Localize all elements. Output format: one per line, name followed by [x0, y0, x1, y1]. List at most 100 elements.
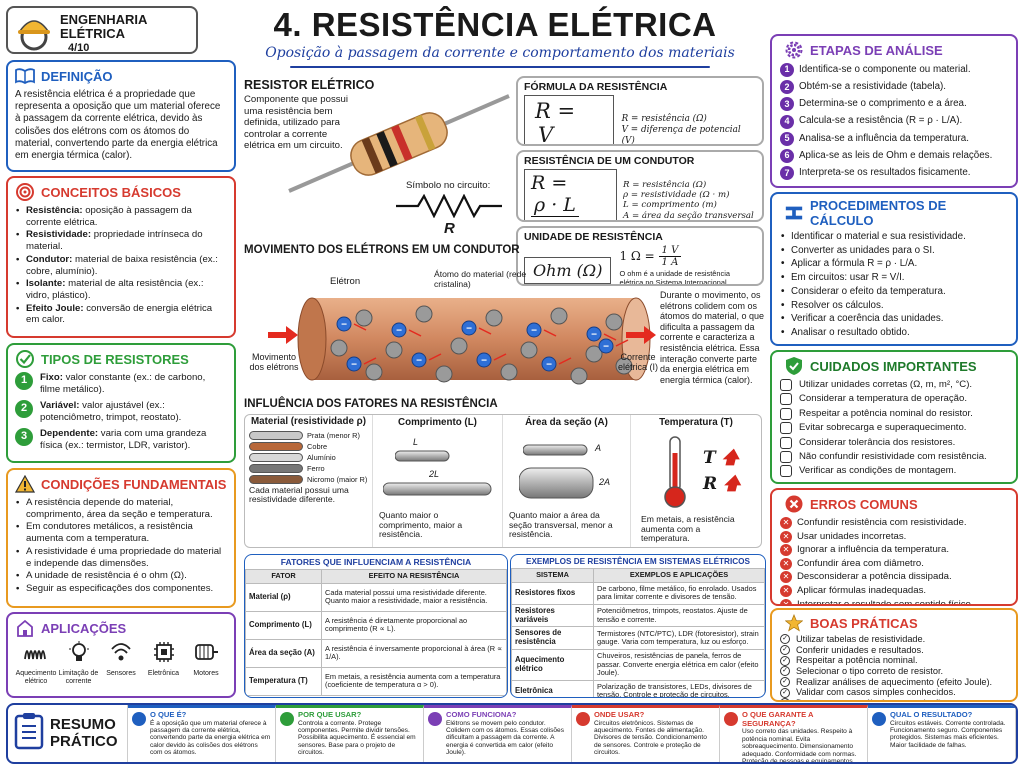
table-cell-value: Chuveiros, resistências de panela, ferro… — [593, 649, 765, 681]
step-number: 6 — [780, 148, 794, 163]
practice-text: Documentar os cálculos e conclusões. — [796, 698, 953, 700]
resistor-component-image — [284, 86, 514, 201]
concept-term: Condutor: — [26, 253, 73, 265]
summary-box: COMO FUNCIONA?Elétrons se movem pelo con… — [424, 705, 572, 762]
application-label: Motores — [193, 670, 219, 677]
practice-item: ✓Documentar os cálculos e conclusões. — [780, 698, 1008, 700]
ohm-unit-box: Ohm (Ω) — [524, 256, 612, 284]
summary-box-text: Controla a corrente. Protege componentes… — [298, 719, 416, 757]
concept-desc: material de baixa resistência (ex.: cobr… — [26, 253, 218, 277]
thermometer-icon — [780, 393, 792, 406]
collision-arrow — [353, 323, 367, 331]
conductor-title: RESISTÊNCIA DE UM CONDUTOR — [524, 155, 695, 167]
practice-item: ✓Selecionar o tipo correto de resistor. — [780, 666, 1008, 677]
conductor-denominator: A — [548, 217, 562, 220]
check-circle-icon — [15, 349, 35, 369]
material-factor: Material (resistividade ρ) Prata (menor … — [245, 415, 373, 547]
electron-charge-sign: − — [546, 360, 552, 371]
warning-icon — [15, 474, 35, 494]
table-cell-value: Termistores (NTC/PTC), LDR (fotoresistor… — [593, 626, 765, 651]
atom — [450, 337, 468, 355]
material-item: Prata (menor R) — [249, 430, 368, 440]
page-title: 4. RESISTÊNCIA ELÉTRICA — [273, 6, 717, 43]
errors-title: ERROS COMUNS — [810, 496, 918, 512]
material-caption: Cada material possui uma resistividade d… — [249, 484, 349, 505]
practice-text: Conferir unidades e resultados. — [796, 644, 924, 655]
building-icon — [576, 712, 590, 726]
collision-arrow — [615, 339, 629, 347]
length-2l-label: 2L — [429, 469, 440, 479]
electron-charge-sign: − — [351, 360, 357, 371]
electron — [586, 326, 602, 342]
material-item: Alumínio — [249, 452, 368, 462]
atom — [585, 345, 603, 363]
step-number: 4 — [780, 114, 794, 129]
symbol-label: Símbolo no circuito: — [406, 180, 491, 191]
factors-header-factor: FATOR — [245, 569, 322, 584]
atom — [415, 305, 433, 323]
error-x-icon: ✕ — [780, 530, 792, 543]
concepts-title: CONCEITOS BÁSICOS — [41, 184, 181, 200]
summary-box-title: O QUE É? — [150, 710, 187, 719]
material-item: Ferro — [249, 463, 368, 473]
electron — [526, 322, 542, 338]
electron-charge-sign: − — [603, 342, 609, 353]
practice-text: Respeitar a potência nominal. — [796, 655, 918, 666]
summary-box: QUAL O RESULTADO?Circuitos estáveis. Cor… — [868, 705, 1016, 762]
step-number: 7 — [780, 166, 794, 181]
material-name: Nicromo (maior R) — [307, 474, 368, 484]
atom-label: Átomo do material (rede cristalina) — [434, 269, 527, 289]
basic-concepts-panel: CONCEITOS BÁSICOS Resistência: oposição … — [6, 176, 236, 338]
types-title: TIPOS DE RESISTORES — [41, 351, 189, 367]
concepts-list: Resistência: oposição à passagem da corr… — [15, 205, 227, 326]
care-text: Verificar as condições de montagem. — [799, 465, 957, 477]
table-cell-key: Área da seção (A) — [245, 638, 322, 668]
resistance-formula-panel: FÓRMULA DA RESISTÊNCIA R = VI R = resist… — [516, 76, 764, 146]
table-cell-key: Comprimento (L) — [245, 610, 322, 640]
summary-box-text: Circuitos estáveis. Corrente controlada.… — [890, 719, 1006, 749]
collision-arrow — [603, 333, 617, 341]
electron — [346, 356, 362, 372]
care-text: Considerar tolerância dos resistores. — [799, 436, 956, 448]
error-text: Confundir resistência com resistividade. — [797, 517, 967, 528]
condition-item: A resistividade é uma propriedade do mat… — [15, 546, 227, 569]
formula-lhs: R = — [535, 99, 576, 123]
summary-box: POR QUE USAR?Controla a corrente. Proteg… — [276, 705, 424, 762]
practices-title: BOAS PRÁTICAS — [810, 615, 918, 631]
wrench-icon — [780, 465, 792, 478]
condition-item: Seguir as especificações dos componentes… — [15, 583, 227, 595]
error-item: ✕Usar unidades incorretas. — [780, 530, 1008, 543]
care-item: Evitar sobrecarga e superaquecimento. — [780, 422, 1008, 435]
care-item: Respeitar a potência nominal do resistor… — [780, 407, 1008, 420]
electron-charge-sign: − — [531, 326, 537, 337]
concept-term: Resistividade: — [26, 229, 92, 241]
error-x-icon — [784, 494, 804, 514]
care-text: Respeitar a potência nominal do resistor… — [799, 407, 973, 419]
atom — [500, 363, 518, 381]
subtitle-underline — [290, 66, 710, 68]
influence-section: INFLUÊNCIA DOS FATORES NA RESISTÊNCIA Ma… — [244, 398, 764, 550]
applications-title: APLICAÇÕES — [41, 620, 127, 636]
summary-box-text: Uso correto das unidades. Respeito à pot… — [742, 728, 857, 764]
practices-list: ✓Utilizar tabelas de resistividade.✓Conf… — [780, 634, 1008, 700]
procedure-item: Considerar o efeito da temperatura. — [780, 286, 1008, 299]
procedure-item: Resolver os cálculos. — [780, 300, 1008, 313]
electron — [598, 338, 614, 354]
summary-box-text: Elétrons se movem pelo condutor. Colidem… — [446, 719, 564, 757]
application-label: Aquecimento elétrico — [15, 670, 57, 685]
table-cell-key: Eletrônica — [511, 679, 594, 697]
collision-arrow — [408, 329, 422, 337]
error-x-icon: ✕ — [780, 571, 792, 584]
atom — [355, 309, 373, 327]
electron — [476, 352, 492, 368]
conditions-title: CONDIÇÕES FUNDAMENTAIS — [41, 476, 227, 492]
